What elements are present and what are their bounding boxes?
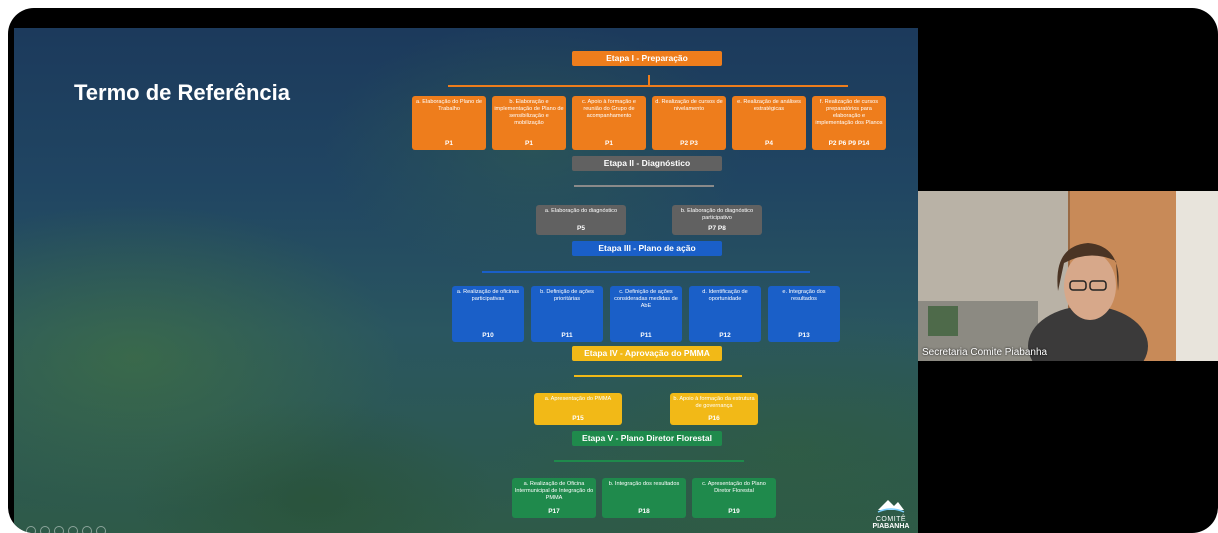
box-code: P16 [708, 415, 720, 422]
comite-piabanha-logo: COMITÊ PIABANHA [866, 496, 916, 530]
box-text: a. Elaboração do Plano de Trabalho [416, 99, 482, 112]
box-text: c. Definição de ações consideradas medid… [614, 289, 678, 309]
box-code: P19 [728, 508, 740, 515]
box-code: P12 [719, 332, 731, 339]
connector-line [574, 185, 714, 187]
connector-line [648, 75, 650, 85]
menu-icon[interactable] [82, 526, 92, 533]
participant-name: Secretaria Comite Piabanha [922, 347, 1048, 358]
stage-1-box: f. Realização de cursos preparatórios pa… [812, 96, 886, 150]
play-icon[interactable] [40, 526, 50, 533]
logo-line1: COMITÊ [875, 516, 907, 523]
stage-1-box: c. Apoio à formação e reunião do Grupo d… [572, 96, 646, 150]
slide-title: Termo de Referência [74, 80, 291, 105]
settings-icon[interactable] [68, 526, 78, 533]
box-text: e. Realização de análises estratégicas [737, 99, 801, 112]
stage-4-box: a. Apresentação do PMMA P15 [534, 393, 622, 425]
more-icon[interactable] [96, 526, 106, 533]
box-code: P2 P3 [680, 140, 698, 147]
stage-4-box: b. Apoio à formação da estrutura de gove… [670, 393, 758, 425]
stage-5-label: Etapa V - Plano Diretor Florestal [572, 431, 722, 446]
box-code: P11 [561, 332, 573, 339]
box-text: c. Apresentação do Plano Diretor Florest… [702, 481, 766, 494]
meeting-window: Termo de Referência Etapa I - Preparação… [8, 8, 1218, 533]
stage-3-box: a. Realização de oficinas participativas… [452, 286, 524, 342]
box-text: d. Realização de cursos de nivelamento [655, 99, 723, 112]
prev-icon[interactable] [26, 526, 36, 533]
box-text: f. Realização de cursos preparatórios pa… [815, 99, 883, 126]
box-code: P5 [577, 225, 585, 232]
stage-1-box: b. Elaboração e implementação de Plano d… [492, 96, 566, 150]
zoom-icon[interactable] [54, 526, 64, 533]
stage-2-label: Etapa II - Diagnóstico [572, 156, 722, 171]
stage-1-label: Etapa I - Preparação [572, 51, 722, 66]
box-code: P4 [765, 140, 773, 147]
connector-line [554, 460, 744, 462]
box-text: b. Definição de ações prioritárias [540, 289, 594, 302]
box-code: P1 [445, 140, 453, 147]
connector-line [482, 271, 810, 273]
box-code: P18 [638, 508, 650, 515]
stage-5-box: a. Realização de Oficina Intermunicipal … [512, 478, 596, 518]
stage-5-box: c. Apresentação do Plano Diretor Florest… [692, 478, 776, 518]
box-code: P13 [798, 332, 810, 339]
box-code: P2 P6 P9 P14 [828, 140, 870, 147]
box-code: P7 P8 [708, 225, 726, 232]
box-text: b. Apoio à formação da estrutura de gove… [673, 396, 755, 409]
box-text: a. Realização de Oficina Intermunicipal … [514, 481, 594, 501]
box-code: P1 [605, 140, 613, 147]
stage-2-box: b. Elaboração do diagnóstico participati… [672, 205, 762, 235]
presenter-controls [26, 526, 106, 533]
connector-line [448, 85, 848, 87]
box-text: b. Elaboração e implementação de Plano d… [494, 99, 564, 126]
box-code: P15 [572, 415, 584, 422]
connector-line [574, 375, 742, 377]
box-text: e. Integração dos resultados [782, 289, 826, 302]
box-code: P17 [548, 508, 560, 515]
stage-4-label: Etapa IV - Aprovação do PMMA [572, 346, 722, 361]
box-text: a. Apresentação do PMMA [544, 396, 612, 402]
stage-3-box: c. Definição de ações consideradas medid… [610, 286, 682, 342]
box-text: a. Realização de oficinas participativas [456, 289, 520, 302]
box-text: b. Elaboração do diagnóstico participati… [680, 208, 754, 221]
box-text: a. Elaboração do diagnóstico [544, 208, 618, 214]
mountain-logo-icon [877, 500, 905, 513]
box-text: b. Integração dos resultados [608, 481, 680, 487]
box-text: d. Identificação de oportunidade [702, 289, 748, 302]
box-code: P11 [640, 332, 652, 339]
participant-video[interactable]: Secretaria Comite Piabanha [918, 191, 1218, 361]
box-text: c. Apoio à formação e reunião do Grupo d… [581, 99, 637, 119]
stage-3-label: Etapa III - Plano de ação [572, 241, 722, 256]
box-code: P1 [525, 140, 533, 147]
presentation-slide: Termo de Referência Etapa I - Preparação… [14, 28, 918, 533]
logo-line2: PIABANHA [872, 523, 910, 530]
video-feed [918, 191, 1218, 361]
box-code: P10 [482, 332, 494, 339]
